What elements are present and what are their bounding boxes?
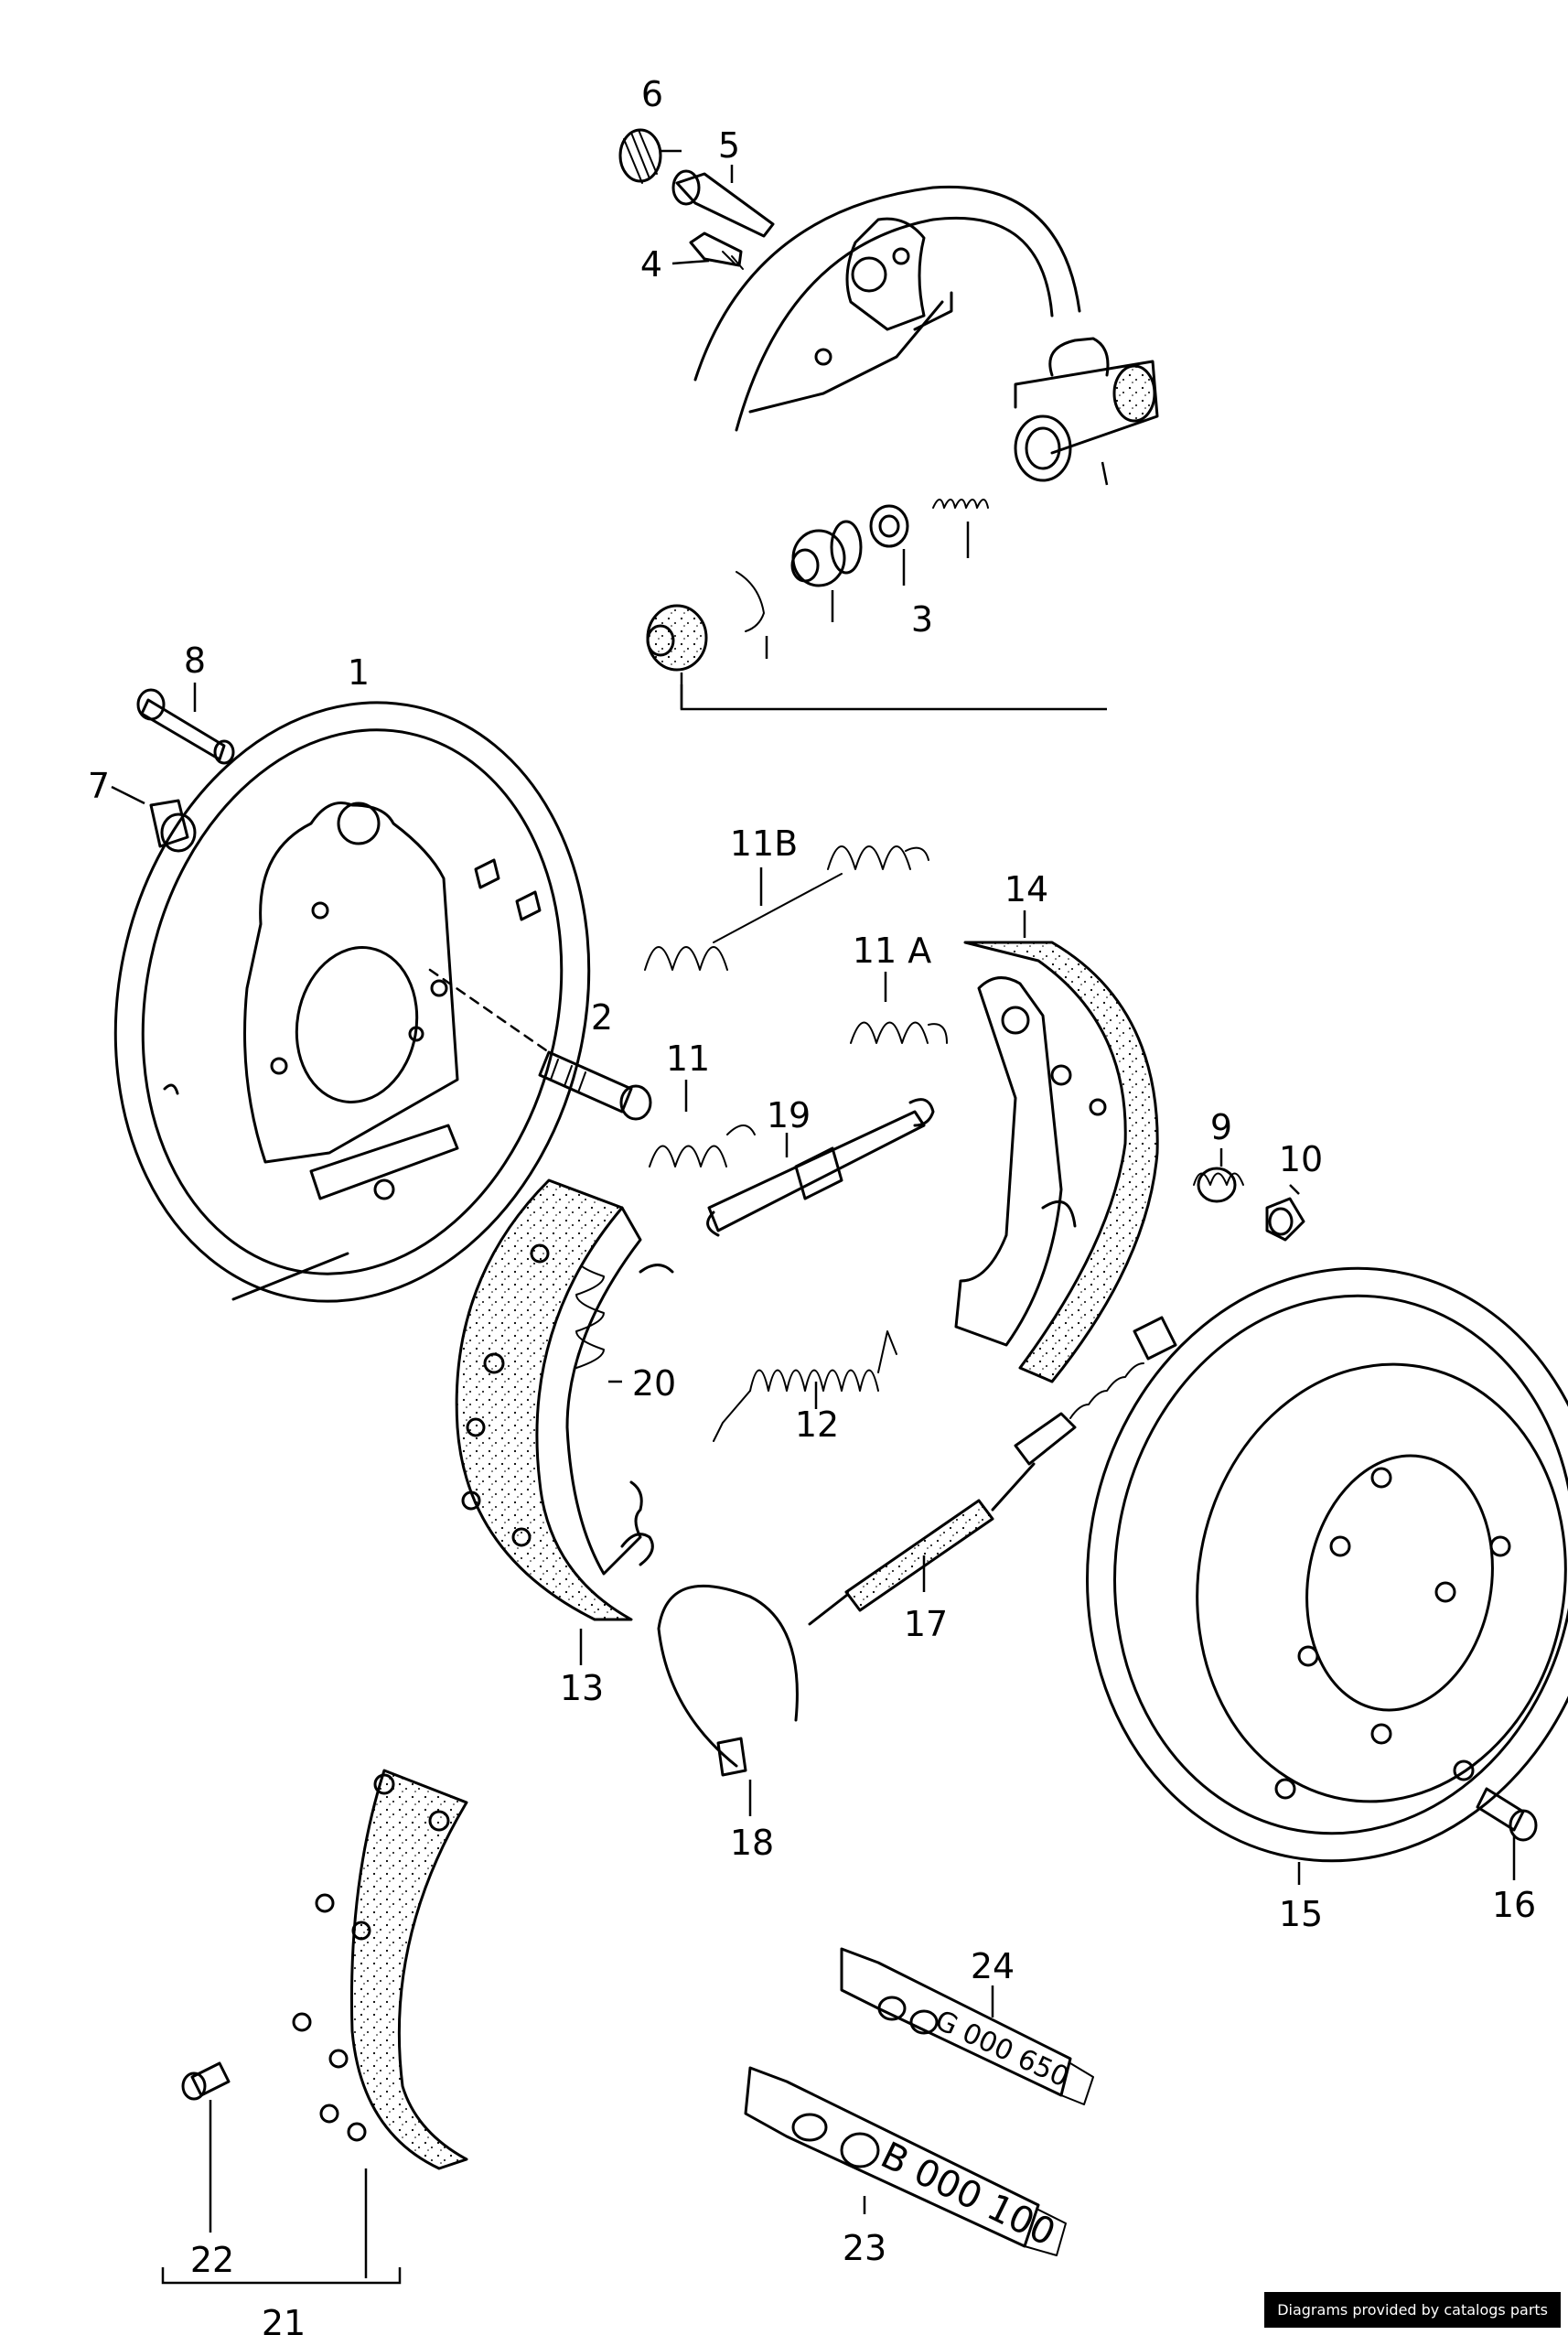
callout-9: 9 [1210,1107,1232,1147]
bleeder-parts [618,128,775,270]
grease-tubes [744,1947,1094,2256]
callout-7: 7 [88,766,110,806]
springs [575,845,948,1442]
callout-24: 24 [971,1946,1015,1986]
callout-15: 15 [1279,1894,1323,1934]
lining-set [161,1769,468,2285]
callout-21: 21 [262,2303,306,2335]
callout-14: 14 [1004,869,1048,909]
callout-20: 20 [632,1363,676,1404]
callout-13: 13 [560,1668,604,1708]
callout-1: 1 [348,652,370,693]
callout-8: 8 [184,640,206,681]
callout-10: 10 [1279,1139,1323,1179]
callout-23: 23 [843,2228,886,2268]
cable-and-clip [657,1316,1177,1816]
callout-4: 4 [640,244,662,285]
backing-plate [113,701,652,1303]
callout-11A: 11 A [853,931,931,971]
callout-16: 16 [1492,1885,1536,1925]
callout-12: 12 [795,1404,839,1445]
callout-11B: 11B [730,823,798,864]
pin-and-cap [111,683,235,853]
callout-19: 19 [767,1095,811,1135]
callout-11: 11 [666,1038,710,1079]
callout-5: 5 [718,125,740,166]
brake-shoe-right [954,910,1159,1383]
attribution-footer: Diagrams provided by catalogs parts [1264,2292,1561,2328]
callout-6: 6 [641,74,663,114]
callout-3: 3 [911,599,933,640]
brake-shoe-left [455,1178,674,1665]
callout-17: 17 [904,1604,948,1644]
brake-drum [1086,1266,1568,1885]
nut-parts [1193,1148,1305,1242]
callout-22: 22 [190,2240,234,2280]
tube-23-label: B 000 100 [875,2135,1062,2254]
adjuster [706,1098,935,1237]
callout-18: 18 [730,1823,774,1863]
callout-2: 2 [591,997,613,1038]
wheel-cylinder-group [646,185,1159,711]
